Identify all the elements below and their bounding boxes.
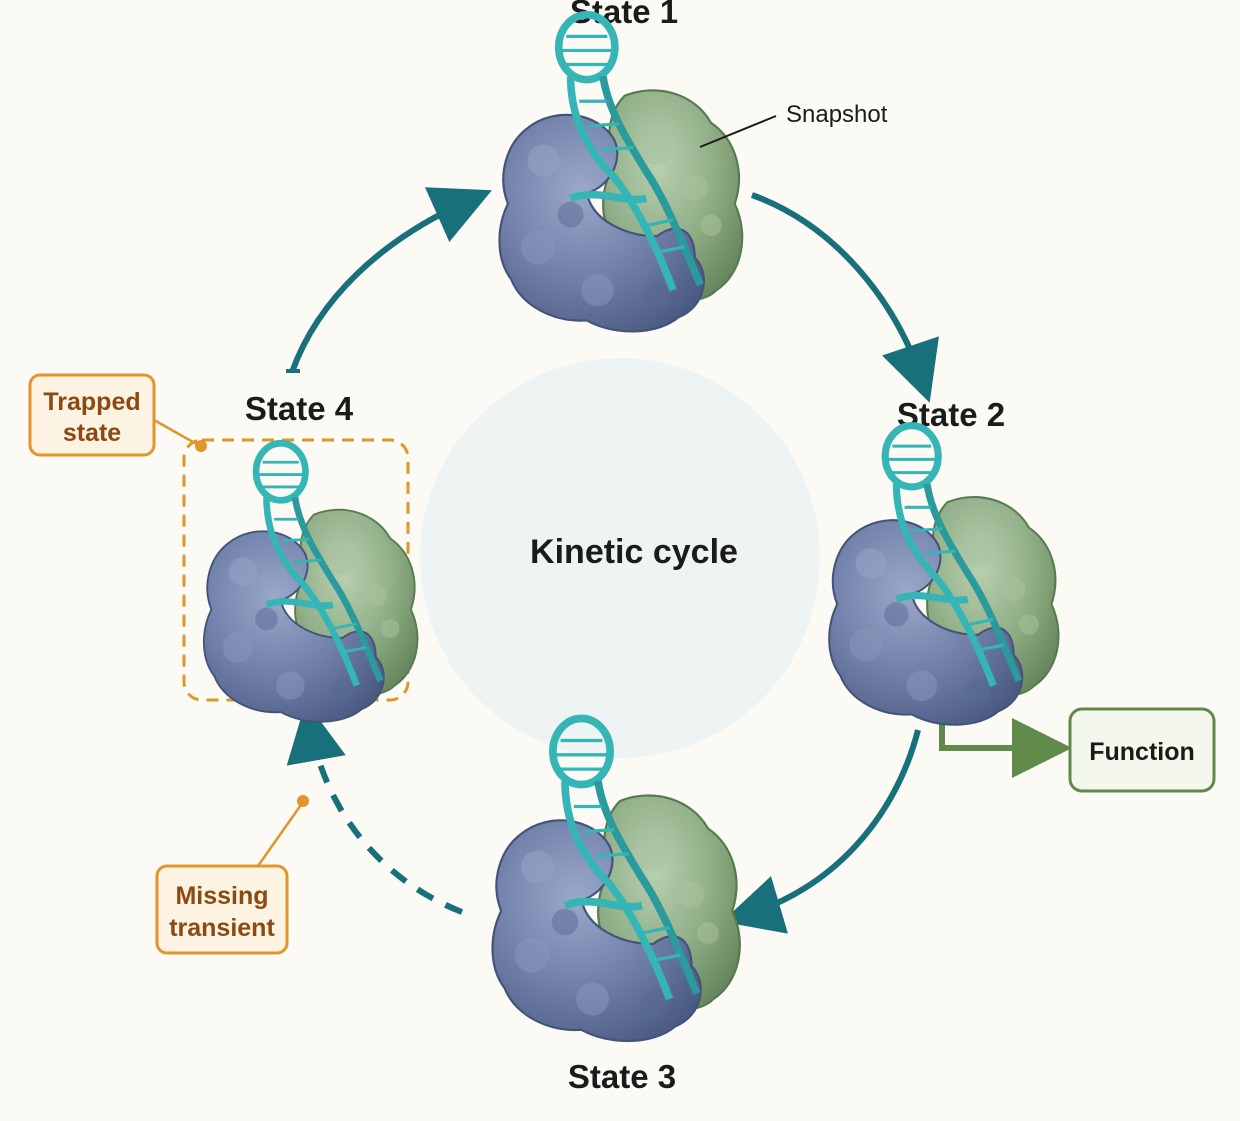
snapshot-label: Snapshot <box>786 101 888 128</box>
missing-transient-line1: Missing <box>175 882 268 910</box>
trapped-state-line2: state <box>63 419 121 447</box>
cycle-center-circle <box>420 358 820 758</box>
missing-callout-leader <box>256 801 305 867</box>
arrow-state4-to-state1 <box>289 187 492 374</box>
state-4-complex <box>204 443 418 721</box>
arrow-state1-to-state2 <box>750 192 939 403</box>
trapped-state-callout <box>28 373 156 457</box>
function-label: Function <box>1089 738 1195 766</box>
state-4-label: State 4 <box>245 390 354 427</box>
missing-transient-line2: transient <box>169 914 275 942</box>
function-box <box>1068 707 1216 793</box>
trapped-callout-dot <box>195 440 207 452</box>
state-3-label: State 3 <box>568 1058 676 1095</box>
arrow-state3-to-state4-dashed <box>286 701 464 915</box>
state-2-complex <box>829 426 1058 725</box>
state-3-complex <box>493 719 740 1041</box>
cycle-center-label: Kinetic cycle <box>530 533 738 571</box>
arrow-state2-to-state3 <box>721 729 921 934</box>
trapped-state-line1: Trapped <box>43 388 140 416</box>
snapshot-leader-line <box>699 115 777 148</box>
state-1-complex <box>499 15 742 332</box>
missing-callout-dot <box>297 795 309 807</box>
missing-transient-callout <box>155 864 289 955</box>
trapped-callout-leader <box>153 418 201 448</box>
